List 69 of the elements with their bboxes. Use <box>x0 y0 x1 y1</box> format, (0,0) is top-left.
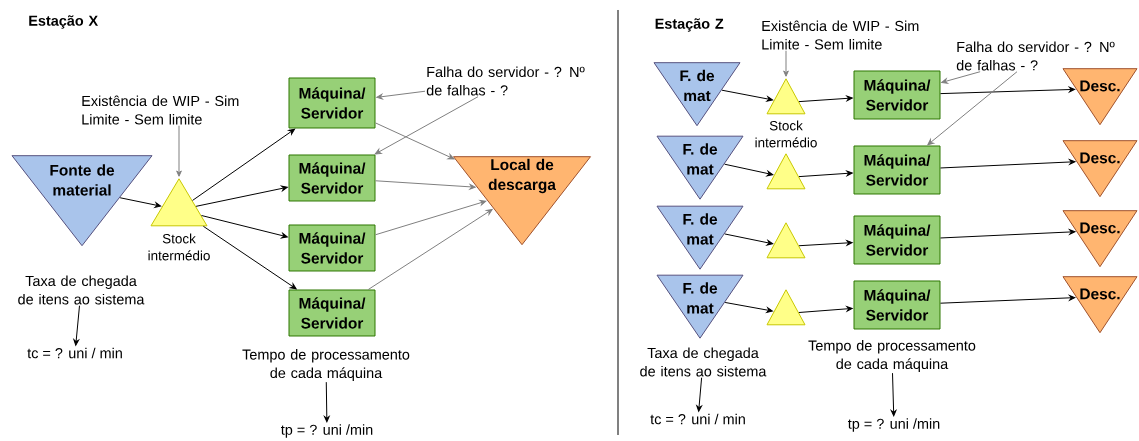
machine-box: Máquina/ Servidor <box>853 215 941 265</box>
section-title: Estação X <box>29 15 98 29</box>
arrow <box>323 381 330 423</box>
arrow <box>798 240 853 247</box>
buffer-triangle <box>766 222 806 259</box>
machine-box: Máquina/ Servidor <box>288 154 376 202</box>
arrow <box>940 86 1076 95</box>
arrow <box>724 233 774 246</box>
arrow <box>367 208 493 290</box>
arrow <box>375 200 487 236</box>
annotation-text: Taxa de chegada de itens ao sistema <box>640 347 767 377</box>
buffer-triangle <box>766 78 806 115</box>
annotation-text: tp = ? uni /min <box>281 424 373 438</box>
arrow <box>798 306 853 313</box>
arrow <box>724 163 774 177</box>
arrow <box>375 180 476 190</box>
annotation-text: Falha do servidor - ? Nº de falhas - ? <box>956 41 1115 71</box>
source-triangle: F. de mat <box>656 205 744 270</box>
machine-box: Máquina/ Servidor <box>853 145 941 195</box>
buffer-triangle <box>766 289 806 326</box>
machine-box: Máquina/ Servidor <box>288 77 376 129</box>
annotation-text: Taxa de chegada de itens ao sistema <box>18 275 145 305</box>
unload-triangle: Desc. <box>1062 140 1138 198</box>
buffer-triangle <box>150 178 208 227</box>
leader-line <box>941 71 981 84</box>
unload-triangle: Desc. <box>1062 68 1138 126</box>
machine-box: Máquina/ Servidor <box>288 289 376 337</box>
annotation-text: Existência de WIP - Sim Limite - Sem limite <box>762 20 919 50</box>
arrow <box>201 215 288 239</box>
source-triangle: F. de mat <box>653 62 741 127</box>
annotation-text: tp = ? uni /min <box>848 418 940 432</box>
source-triangle: Fonte de material <box>11 155 153 247</box>
machine-box: Máquina/ Servidor <box>853 70 941 120</box>
arrow <box>940 229 1076 239</box>
machine-box: Máquina/ Servidor <box>288 224 376 272</box>
leader-line <box>783 50 789 77</box>
arrow <box>202 225 297 290</box>
caption-text: Stock intermédio <box>755 120 817 148</box>
leader-line <box>376 90 426 100</box>
arrow <box>940 295 1076 304</box>
leader-line <box>176 125 182 177</box>
buffer-triangle <box>766 153 806 190</box>
annotation-text: Tempo de processamento de cada máquina <box>808 340 976 372</box>
leader-line <box>374 96 479 155</box>
annotation-text: tc = ? uni / min <box>650 413 745 425</box>
unload-triangle: Desc. <box>1062 210 1138 268</box>
arrow <box>119 197 162 208</box>
arrow <box>696 377 703 412</box>
arrow <box>375 122 455 160</box>
section-title: Estação Z <box>655 18 724 32</box>
source-triangle: F. de mat <box>656 274 744 339</box>
arrow <box>721 89 774 102</box>
annotation-text: Falha do servidor - ? Nº de falhas - ? <box>426 66 585 96</box>
arrow <box>890 372 897 417</box>
machine-box: Máquina/ Servidor <box>853 280 941 330</box>
arrow <box>798 170 853 178</box>
arrow <box>73 305 80 346</box>
arrow <box>724 301 773 313</box>
arrow <box>195 185 288 207</box>
arrow <box>798 95 853 103</box>
unload-triangle: Desc. <box>1062 276 1138 334</box>
arrow <box>192 128 296 201</box>
annotation-text: tc = ? uni / min <box>27 347 122 359</box>
annotation-text: Tempo de processamento de cada máquina <box>242 349 410 381</box>
arrow <box>940 159 1076 169</box>
leader-line <box>927 71 1018 146</box>
annotation-text: Existência de WIP - Sim Limite - Sem limite <box>82 95 239 125</box>
source-triangle: F. de mat <box>656 135 744 200</box>
unload-triangle: Local de descarga <box>453 156 591 246</box>
